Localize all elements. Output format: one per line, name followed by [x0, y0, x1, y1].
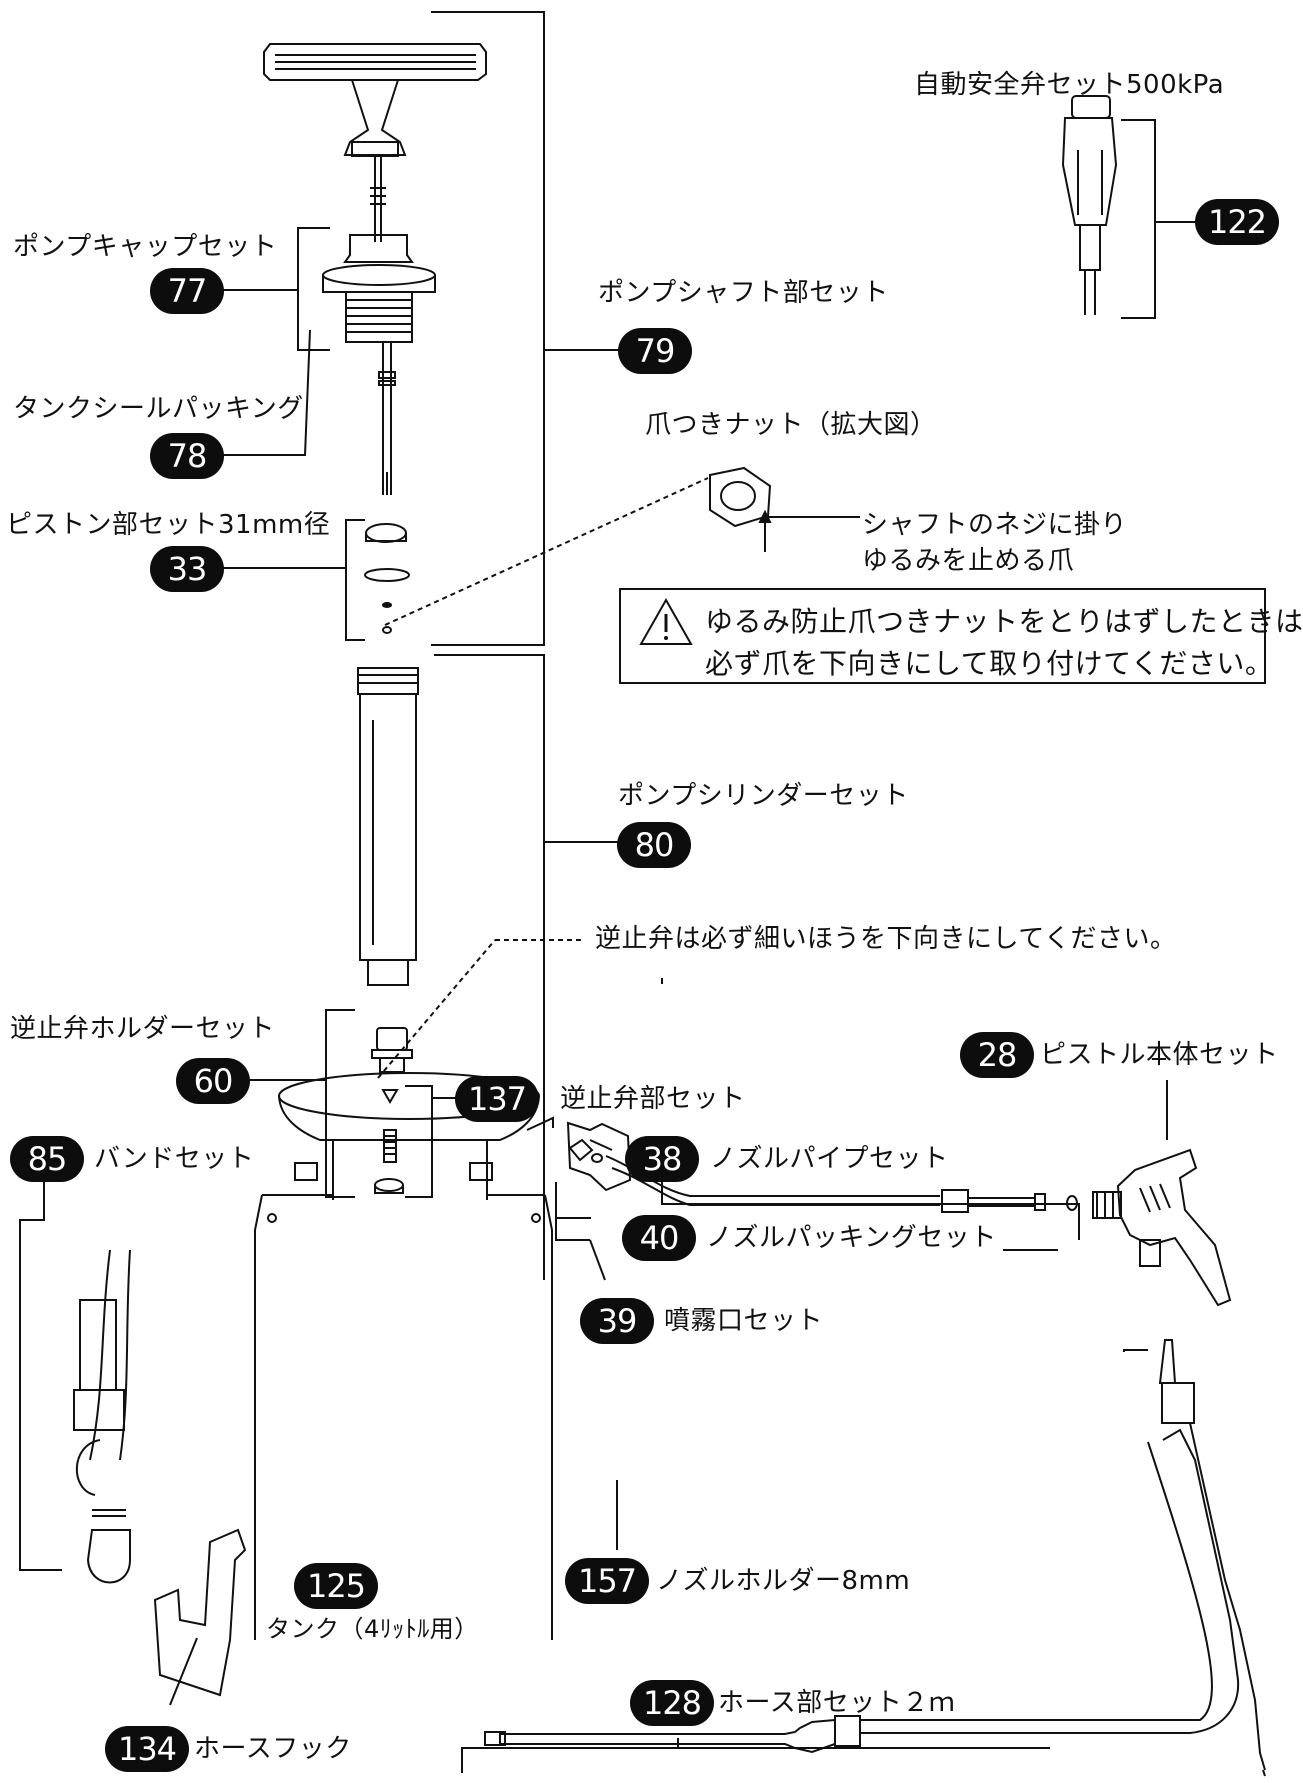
hose-hook-drawing: [153, 1528, 247, 1697]
badge-33: 33: [150, 546, 224, 592]
label-check-valve-note: 逆止弁は必ず細いほうを下向きにしてください。: [595, 924, 1177, 954]
label-tank-seal-packing: タンクシールパッキング: [13, 394, 304, 424]
label-piston-set: ピストン部セット31mm径: [6, 510, 331, 540]
label-hose-hook: ホースフック: [194, 1734, 352, 1764]
hose-drawing: [484, 1339, 1266, 1777]
piston-parts-drawing: [364, 523, 410, 634]
nut-magnified-drawing: [709, 466, 772, 528]
badge-134: 134: [105, 1726, 189, 1772]
badge-39: 39: [580, 1298, 654, 1344]
label-check-valve-holder: 逆止弁ホルダーセット: [10, 1014, 276, 1044]
label-pump-cap-set: ポンプキャップセット: [13, 232, 278, 262]
pump-handle-drawing: [263, 43, 487, 242]
label-check-valve-set: 逆止弁部セット: [560, 1084, 746, 1114]
label-tank: タンク（4ﾘｯﾄﾙ用）: [266, 1615, 479, 1643]
badge-38: 38: [625, 1136, 699, 1182]
label-nut-line2: ゆるみを止める爪: [862, 546, 1075, 576]
badge-28: 28: [960, 1032, 1034, 1078]
nozzle-pipe-drawing: [568, 1138, 1078, 1213]
badge-122: 122: [1195, 199, 1279, 245]
bracket-lines: [19, 11, 1202, 1773]
badge-85: 85: [10, 1136, 84, 1182]
label-pump-shaft-set: ポンプシャフト部セット: [598, 278, 889, 308]
badge-77: 77: [150, 268, 224, 314]
label-nozzle-packing-set: ノズルパッキングセット: [706, 1223, 997, 1253]
label-nut-title: 爪つきナット（拡大図）: [645, 410, 937, 440]
label-pump-cylinder-set: ポンプシリンダーセット: [618, 781, 909, 811]
label-nozzle-holder: ノズルホルダー8mm: [656, 1566, 911, 1596]
label-nozzle-pipe-set: ノズルパイプセット: [710, 1144, 949, 1174]
warning-box: ゆるみ防止爪つきナットをとりはずしたときは 必ず爪を下向きにして取り付けてくださ…: [619, 588, 1303, 684]
cylinder-drawing: [357, 667, 419, 986]
tank-drawing: [254, 1072, 554, 1640]
label-hose-set: ホース部セット２ｍ: [718, 1688, 956, 1718]
label-pistol-body-set: ピストル本体セット: [1040, 1040, 1279, 1070]
label-band-set: バンドセット: [94, 1144, 255, 1174]
badge-78: 78: [150, 433, 224, 479]
nozzle-holder-drawing: [566, 1121, 632, 1192]
badge-79: 79: [618, 328, 692, 374]
pump-cap-drawing: [322, 234, 436, 343]
badge-125: 125: [294, 1563, 378, 1609]
badge-80: 80: [617, 822, 691, 868]
badge-137: 137: [455, 1076, 539, 1122]
pistol-body-drawing: [1092, 1148, 1232, 1307]
warning-line1: ゆるみ防止爪つきナットをとりはずしたときは: [705, 605, 1303, 638]
safety-valve-drawing: [1061, 95, 1118, 315]
label-nut-line1: シャフトのネジに掛り: [862, 510, 1128, 540]
badge-128: 128: [630, 1680, 714, 1726]
label-safety-valve-set: 自動安全弁セット500kPa: [914, 70, 1225, 100]
band-drawing: [73, 1249, 131, 1584]
badge-40: 40: [622, 1215, 696, 1261]
shaft-drawing: [378, 342, 396, 495]
label-spray-nozzle-set: 噴霧口セット: [664, 1306, 824, 1336]
warning-line2: 必ず爪を下向きにして取り付けてください。: [705, 647, 1274, 680]
badge-60: 60: [176, 1058, 250, 1104]
check-valve-holder-drawing: [371, 1027, 413, 1194]
badge-157: 157: [565, 1558, 649, 1604]
